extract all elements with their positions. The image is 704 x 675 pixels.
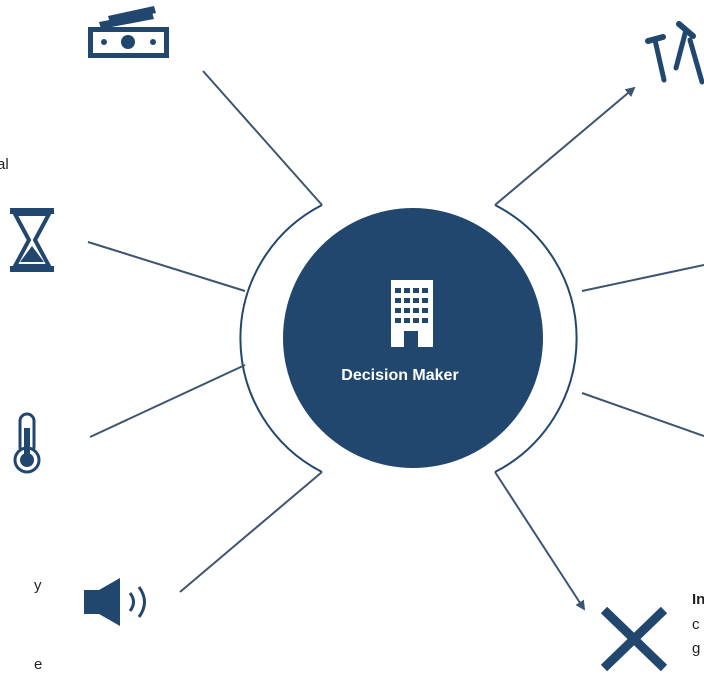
connector-money [202, 70, 323, 206]
edge-text-left-1: al [0, 156, 9, 173]
connector-x [494, 471, 586, 611]
tools-icon [645, 21, 704, 85]
money-icon [88, 6, 169, 58]
speaker-icon [84, 578, 146, 626]
connector-right-lower [581, 392, 704, 437]
edge-text-right-3: g [692, 640, 701, 657]
connector-tools [494, 86, 636, 206]
right-arc [494, 204, 578, 473]
connector-right-upper [581, 264, 704, 292]
edge-text-right-2: c [692, 616, 700, 633]
edge-text-left-2: y [34, 577, 42, 594]
connector-thermometer [89, 364, 246, 438]
hourglass-icon [10, 208, 54, 272]
x-icon [600, 606, 668, 672]
connector-speaker [179, 471, 323, 593]
connector-hourglass [87, 241, 246, 292]
building-icon [391, 280, 433, 347]
left-arc [239, 204, 323, 473]
center-label: Decision Maker [341, 367, 459, 384]
edge-text-right-1: In [692, 591, 704, 608]
edge-text-left-3: e [34, 656, 43, 673]
thermometer-icon [13, 412, 41, 474]
